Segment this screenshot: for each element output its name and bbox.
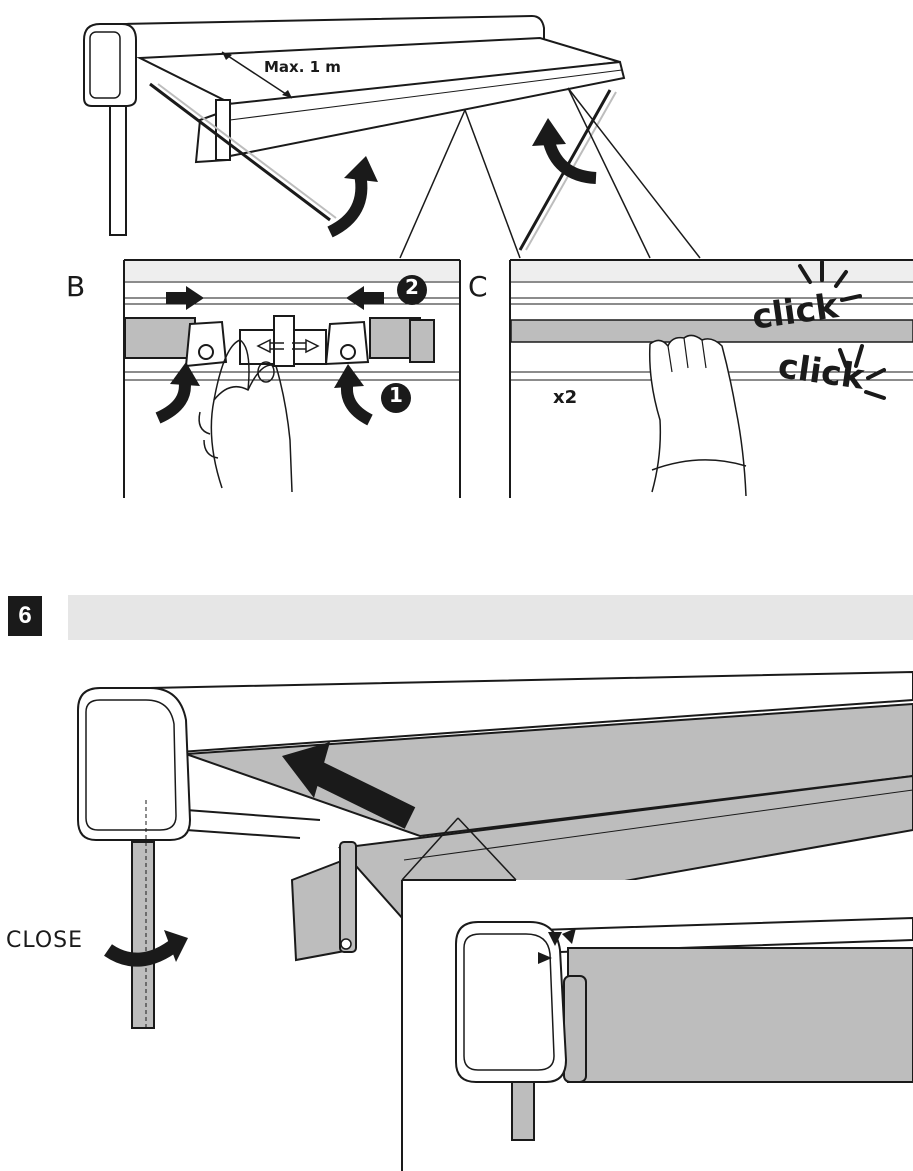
close-instruction-label: CLOSE (6, 928, 83, 953)
